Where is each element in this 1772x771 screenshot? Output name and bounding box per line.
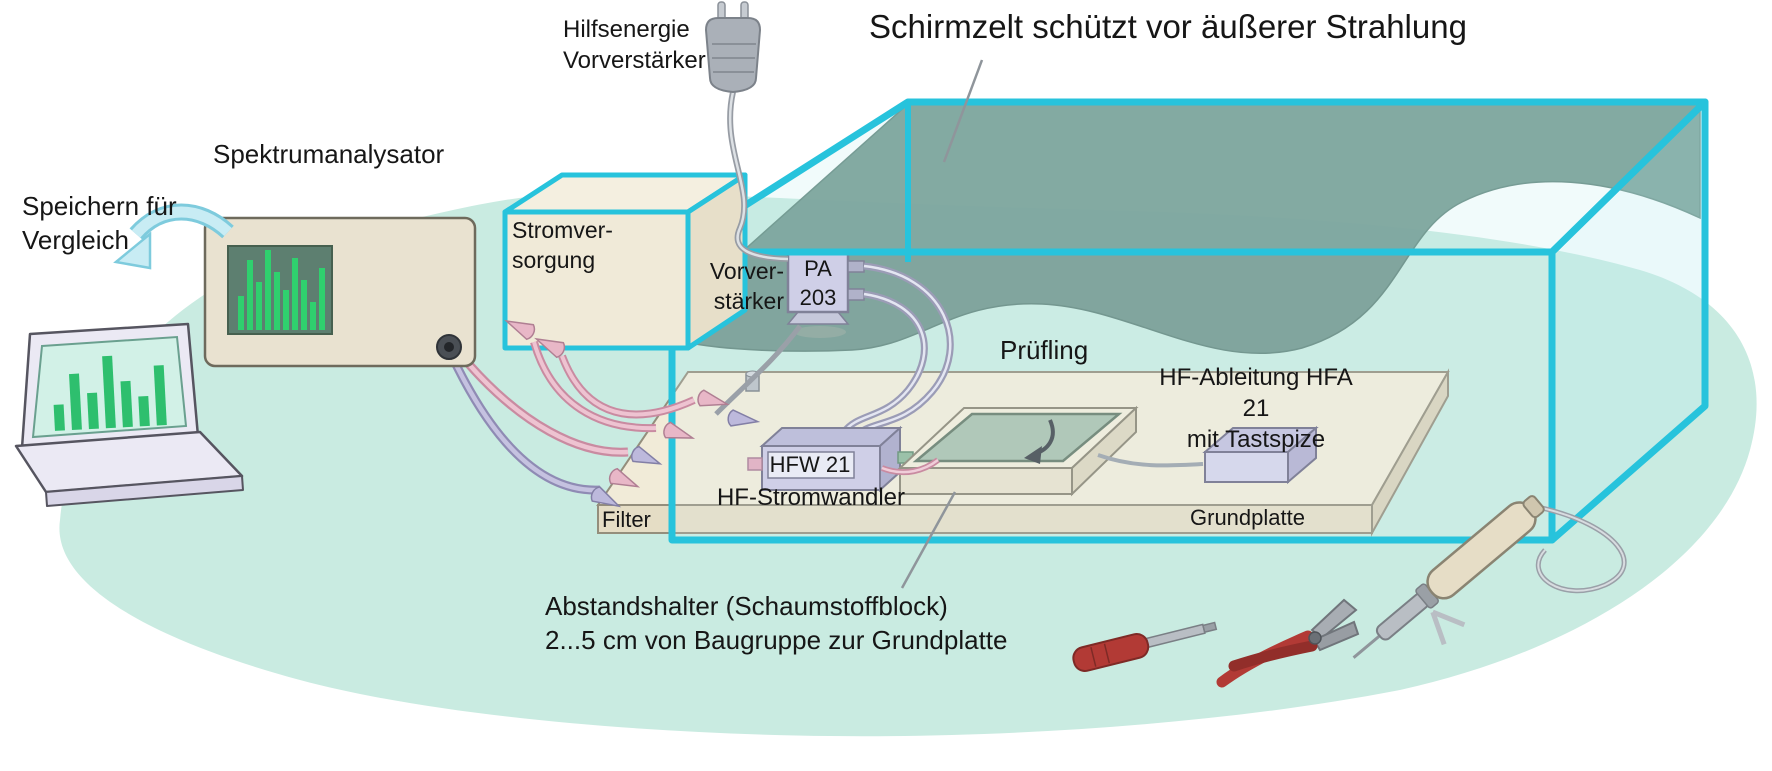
label-hf-discharge: HF-Ableitung HFA 21 mit Tastspize (1159, 364, 1353, 454)
label-spectrum-analyzer: Spektrumanalysator (213, 139, 445, 169)
label-current-transformer: HF-Stromwandler (716, 484, 906, 511)
dut-board (912, 412, 1123, 463)
hfw21-connector-left (747, 457, 763, 471)
label-spacer: Abstandshalter (Schaumstoffblock) 2...5 … (545, 591, 1008, 655)
label-preamp-model: PA 203 (799, 256, 837, 310)
label-filter: Filter (602, 507, 651, 532)
shield-tent-frame (668, 98, 1709, 544)
hf-probe-icon (1352, 495, 1627, 659)
dut-assembly (897, 405, 1139, 497)
screwdriver-icon (1072, 621, 1218, 672)
cable-ferrules (504, 319, 761, 508)
power-supply-box (502, 172, 748, 351)
label-preamp: Vorver- stärker (709, 258, 784, 314)
power-plug-icon (704, 1, 789, 262)
dut-arrow-icon (1024, 419, 1055, 464)
pa203-device (786, 250, 865, 325)
laptop-screen-bars (53, 355, 167, 431)
save-arrow-icon (113, 203, 234, 270)
label-power-supply: Stromver- sorgung (512, 217, 613, 273)
pliers-icon (1216, 598, 1360, 688)
hfw21-device (747, 425, 914, 493)
diagram-title: Schirmzelt schützt vor äußerer Strahlung (869, 8, 1467, 45)
hfa21-cable (1097, 453, 1204, 468)
title-pointer-line (942, 59, 984, 163)
pa203-cables (841, 262, 954, 437)
label-current-transformer-model: HFW 21 (769, 452, 851, 477)
label-save-for-comparison: Speichern für Vergleich (22, 191, 177, 255)
laptop-illustration (14, 322, 244, 507)
measurement-cables (445, 324, 940, 495)
spectrum-analyzer-device (203, 216, 477, 368)
label-aux-power: Hilfsenergie Vorverstärker (563, 16, 706, 75)
hfa21-device (1202, 425, 1319, 485)
hfw21-label-plate (767, 451, 855, 479)
preamp-shadow (794, 326, 846, 338)
tent-drape (683, 103, 1701, 355)
analyzer-screen-bars (238, 250, 325, 330)
label-device-under-test: Prüfling (1000, 335, 1089, 365)
spacer-pointer-line (900, 491, 957, 589)
label-base-plate: Grundplatte (1190, 505, 1305, 530)
